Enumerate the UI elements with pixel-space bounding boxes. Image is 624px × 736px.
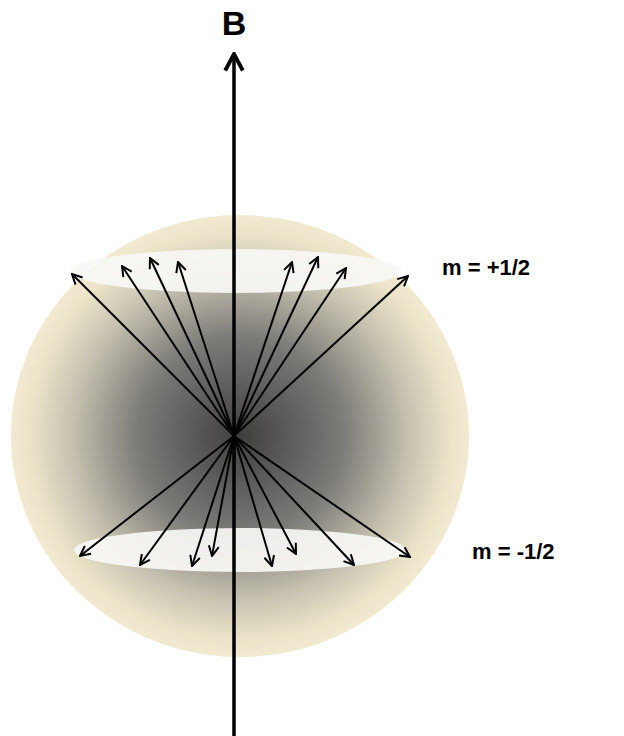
field-axis (232, 54, 236, 736)
spin-vector (234, 257, 318, 436)
field-label: B (222, 4, 247, 43)
spin-vector (234, 268, 346, 436)
spin-vector (72, 274, 234, 436)
spin-vectors (72, 257, 410, 566)
spin-vector (178, 262, 234, 436)
spin-vector (122, 266, 234, 436)
spin-vector (212, 436, 234, 556)
spin-vector (150, 258, 234, 436)
state-label: m = -1/2 (472, 539, 555, 564)
spin-vector (192, 436, 234, 566)
spin-vector (234, 276, 408, 436)
lower-cone-disc (74, 528, 406, 572)
state-label: m = +1/2 (442, 255, 530, 280)
upper-cone-disc (70, 249, 402, 293)
spin-vector (140, 436, 234, 565)
sphere (11, 215, 469, 657)
spin-vector (234, 436, 410, 557)
spin-vector (80, 436, 234, 556)
spin-vector (234, 436, 296, 554)
spin-vector (234, 436, 354, 565)
